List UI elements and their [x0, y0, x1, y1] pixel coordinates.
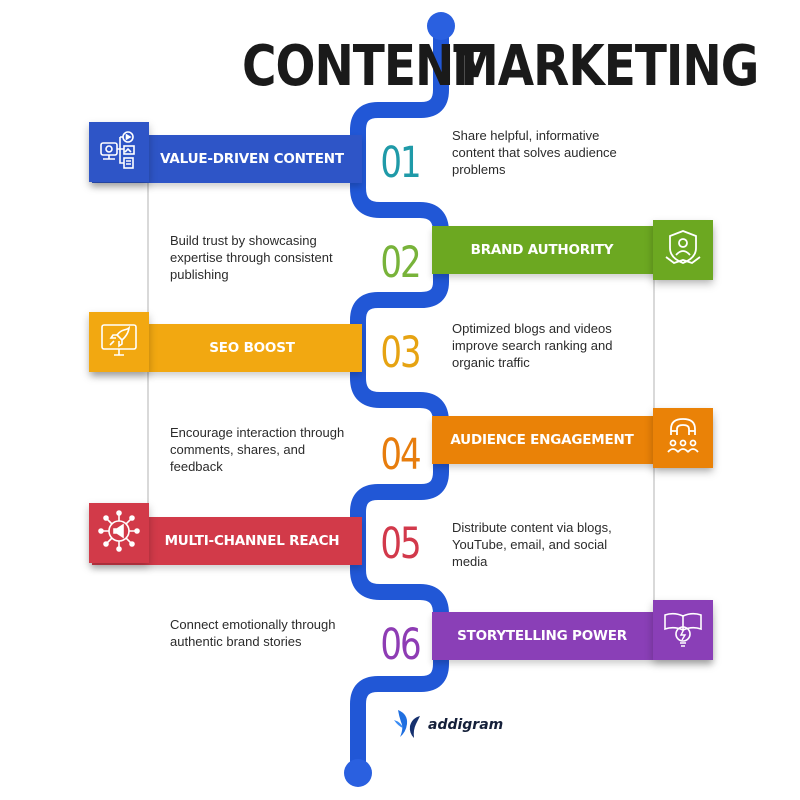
page-title-left: CONTENT: [242, 33, 485, 100]
badge-shield-icon: [662, 227, 704, 274]
book-bulb-icon: [662, 607, 704, 654]
step-number: 04: [380, 430, 421, 480]
step-description: Distribute content via blogs, YouTube, e…: [452, 520, 612, 569]
step-label: VALUE-DRIVEN CONTENT: [160, 151, 344, 167]
step-label: BRAND AUTHORITY: [470, 242, 614, 258]
addigram-logo: addigram: [392, 708, 503, 742]
rocket-screen-icon: [98, 319, 140, 366]
addigram-logo-icon: [392, 706, 426, 745]
step-label: AUDIENCE ENGAGEMENT: [450, 432, 634, 448]
step-icon-box: [89, 312, 149, 372]
step-icon-box: [653, 220, 713, 280]
step-icon-box: [653, 408, 713, 468]
page-title-right: MARKETING: [452, 33, 759, 100]
step-number: 01: [380, 138, 421, 188]
step-icon-box: [653, 600, 713, 660]
step-description: Share helpful, informative content that …: [452, 128, 617, 177]
step-description: Encourage interaction through comments, …: [170, 425, 345, 474]
step-number: 03: [380, 328, 421, 378]
step-description: Connect emotionally through authentic br…: [170, 617, 336, 649]
megaphone-network-icon: [98, 509, 140, 557]
audience-magnet-icon: [662, 415, 704, 462]
step-item: MULTI-CHANNEL REACH 05 Distribute conten…: [0, 503, 800, 577]
step-number: 06: [380, 620, 421, 670]
step-label: MULTI-CHANNEL REACH: [164, 533, 340, 549]
step-label: SEO BOOST: [209, 340, 295, 356]
step-description: Build trust by showcasing expertise thro…: [170, 233, 333, 282]
step-icon-box: [89, 122, 149, 182]
path-line: [350, 22, 449, 783]
step-number: 05: [380, 519, 421, 569]
step-item: VALUE-DRIVEN CONTENT 01 Share helpful, i…: [0, 122, 800, 196]
step-item: AUDIENCE ENGAGEMENT 04 Encourage interac…: [0, 408, 800, 488]
path-start-dot: [427, 12, 455, 40]
step-label: STORYTELLING POWER: [457, 628, 627, 644]
path-end-dot: [344, 759, 372, 787]
logo-text: addigram: [428, 717, 504, 733]
step-icon-box: [89, 503, 149, 563]
step-item: BRAND AUTHORITY 02 Build trust by showca…: [0, 220, 800, 296]
video-content-icon: [98, 129, 140, 176]
step-item: STORYTELLING POWER 06 Connect emotionall…: [0, 600, 800, 678]
step-number: 02: [380, 238, 421, 288]
step-item: SEO BOOST 03 Optimized blogs and videos …: [0, 312, 800, 386]
step-description: Optimized blogs and videos improve searc…: [452, 321, 613, 370]
